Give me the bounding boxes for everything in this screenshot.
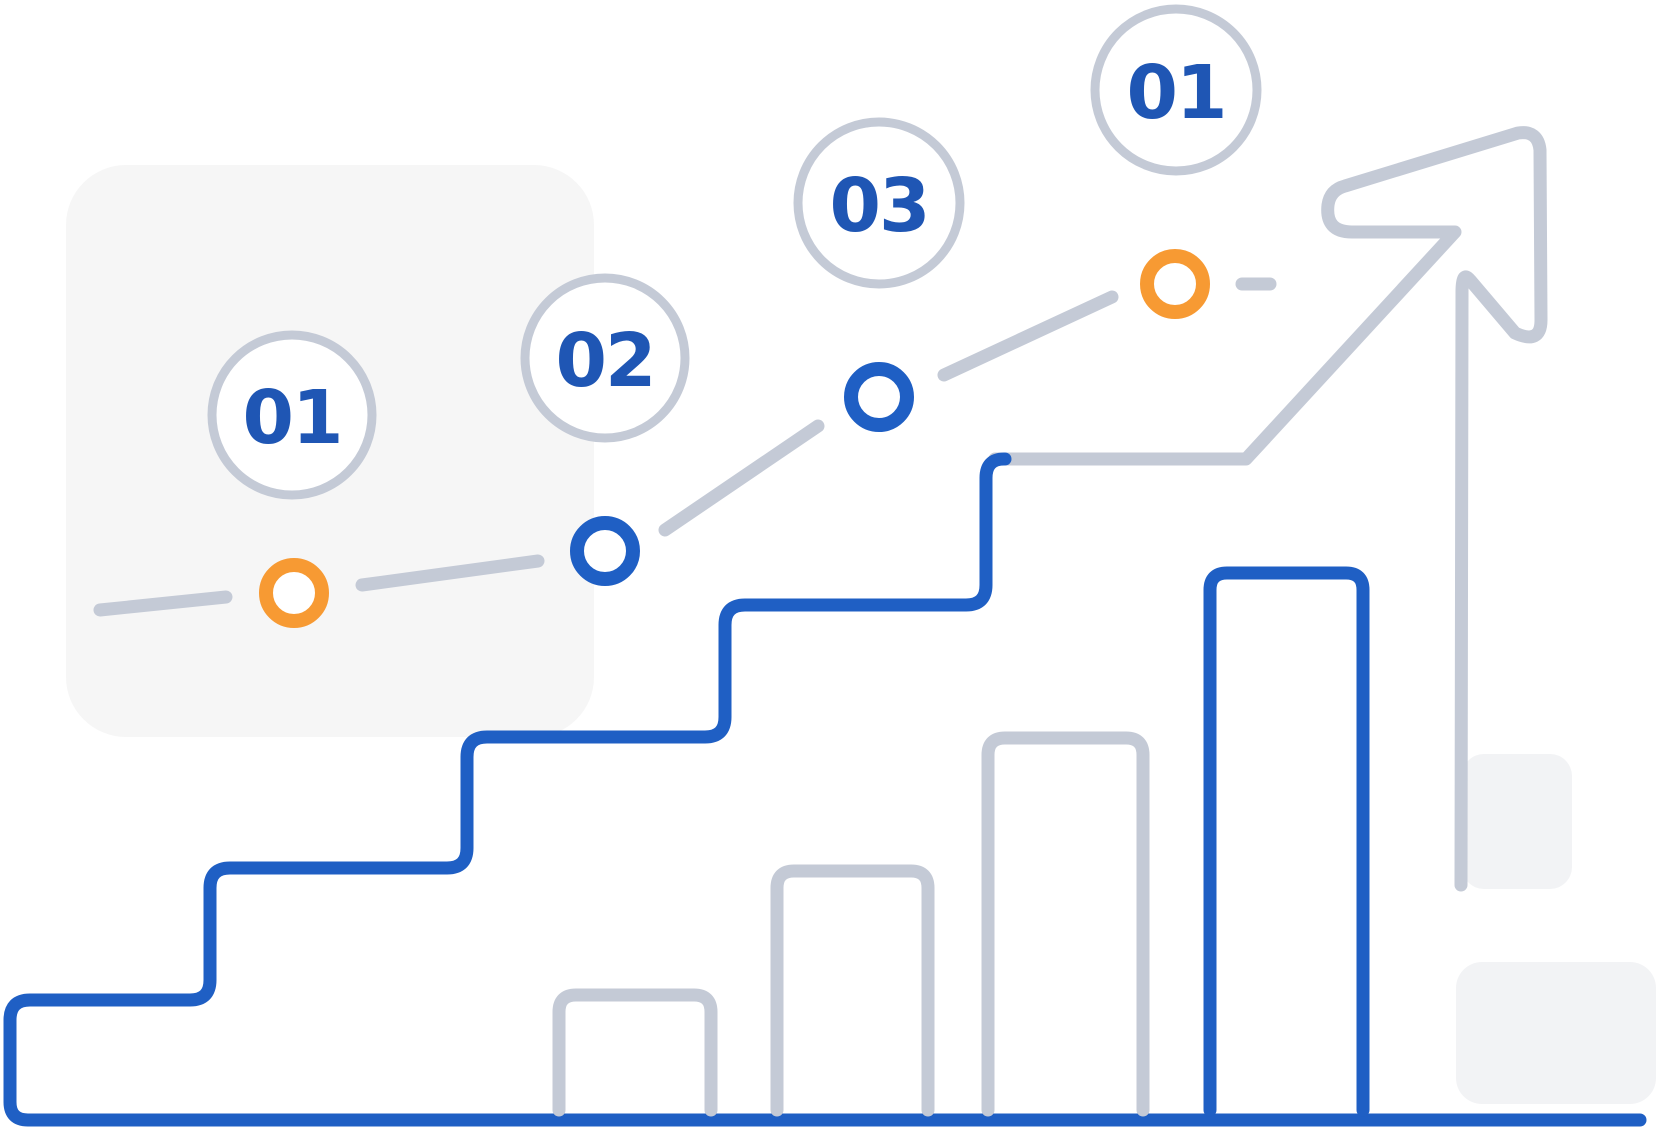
step-number-label: 03: [830, 163, 929, 249]
trend-arrow-icon: [988, 126, 1548, 892]
step-number-label: 01: [1127, 50, 1226, 136]
milestone-nodes: [259, 249, 1210, 628]
backdrop-panel-bottom-right: [1456, 962, 1656, 1104]
step-badge-third: 03: [793, 117, 965, 289]
step-number-label: 01: [243, 375, 342, 461]
bar-3: [981, 731, 1150, 1117]
arrow-stem-and-head: [988, 126, 1548, 892]
segment-2-3: [658, 419, 825, 537]
step-badge-top: 01: [1090, 4, 1262, 176]
milestone-node-icon: [1140, 249, 1210, 319]
bar-1: [552, 988, 718, 1117]
milestone-node-icon: [844, 362, 914, 432]
milestone-path: [93, 277, 1277, 617]
segment-1-2: [355, 554, 545, 592]
step-badge-first: 01: [207, 330, 377, 500]
step-badges: 01 02 03 01: [207, 4, 1262, 500]
step-badge-ring: [207, 330, 377, 500]
milestone-node-icon: [259, 558, 329, 628]
step-badge-ring: [1090, 4, 1262, 176]
step-badge-ring: [520, 273, 690, 443]
step-badge-ring: [793, 117, 965, 289]
backdrop-panel-small: [1462, 754, 1572, 889]
background-panels: [66, 165, 1656, 1104]
staircase-outline: [3, 452, 1647, 1127]
step-number-label: 02: [556, 318, 655, 404]
bar-chart-icon: [552, 566, 1370, 1117]
step-badge-second: 02: [520, 273, 690, 443]
bar-2: [770, 864, 935, 1117]
segment-3-4: [937, 290, 1119, 382]
staircase-icon: [3, 452, 1647, 1127]
milestone-node-icon: [570, 516, 640, 586]
segment-start: [93, 590, 233, 617]
bar-4: [1203, 566, 1370, 1117]
